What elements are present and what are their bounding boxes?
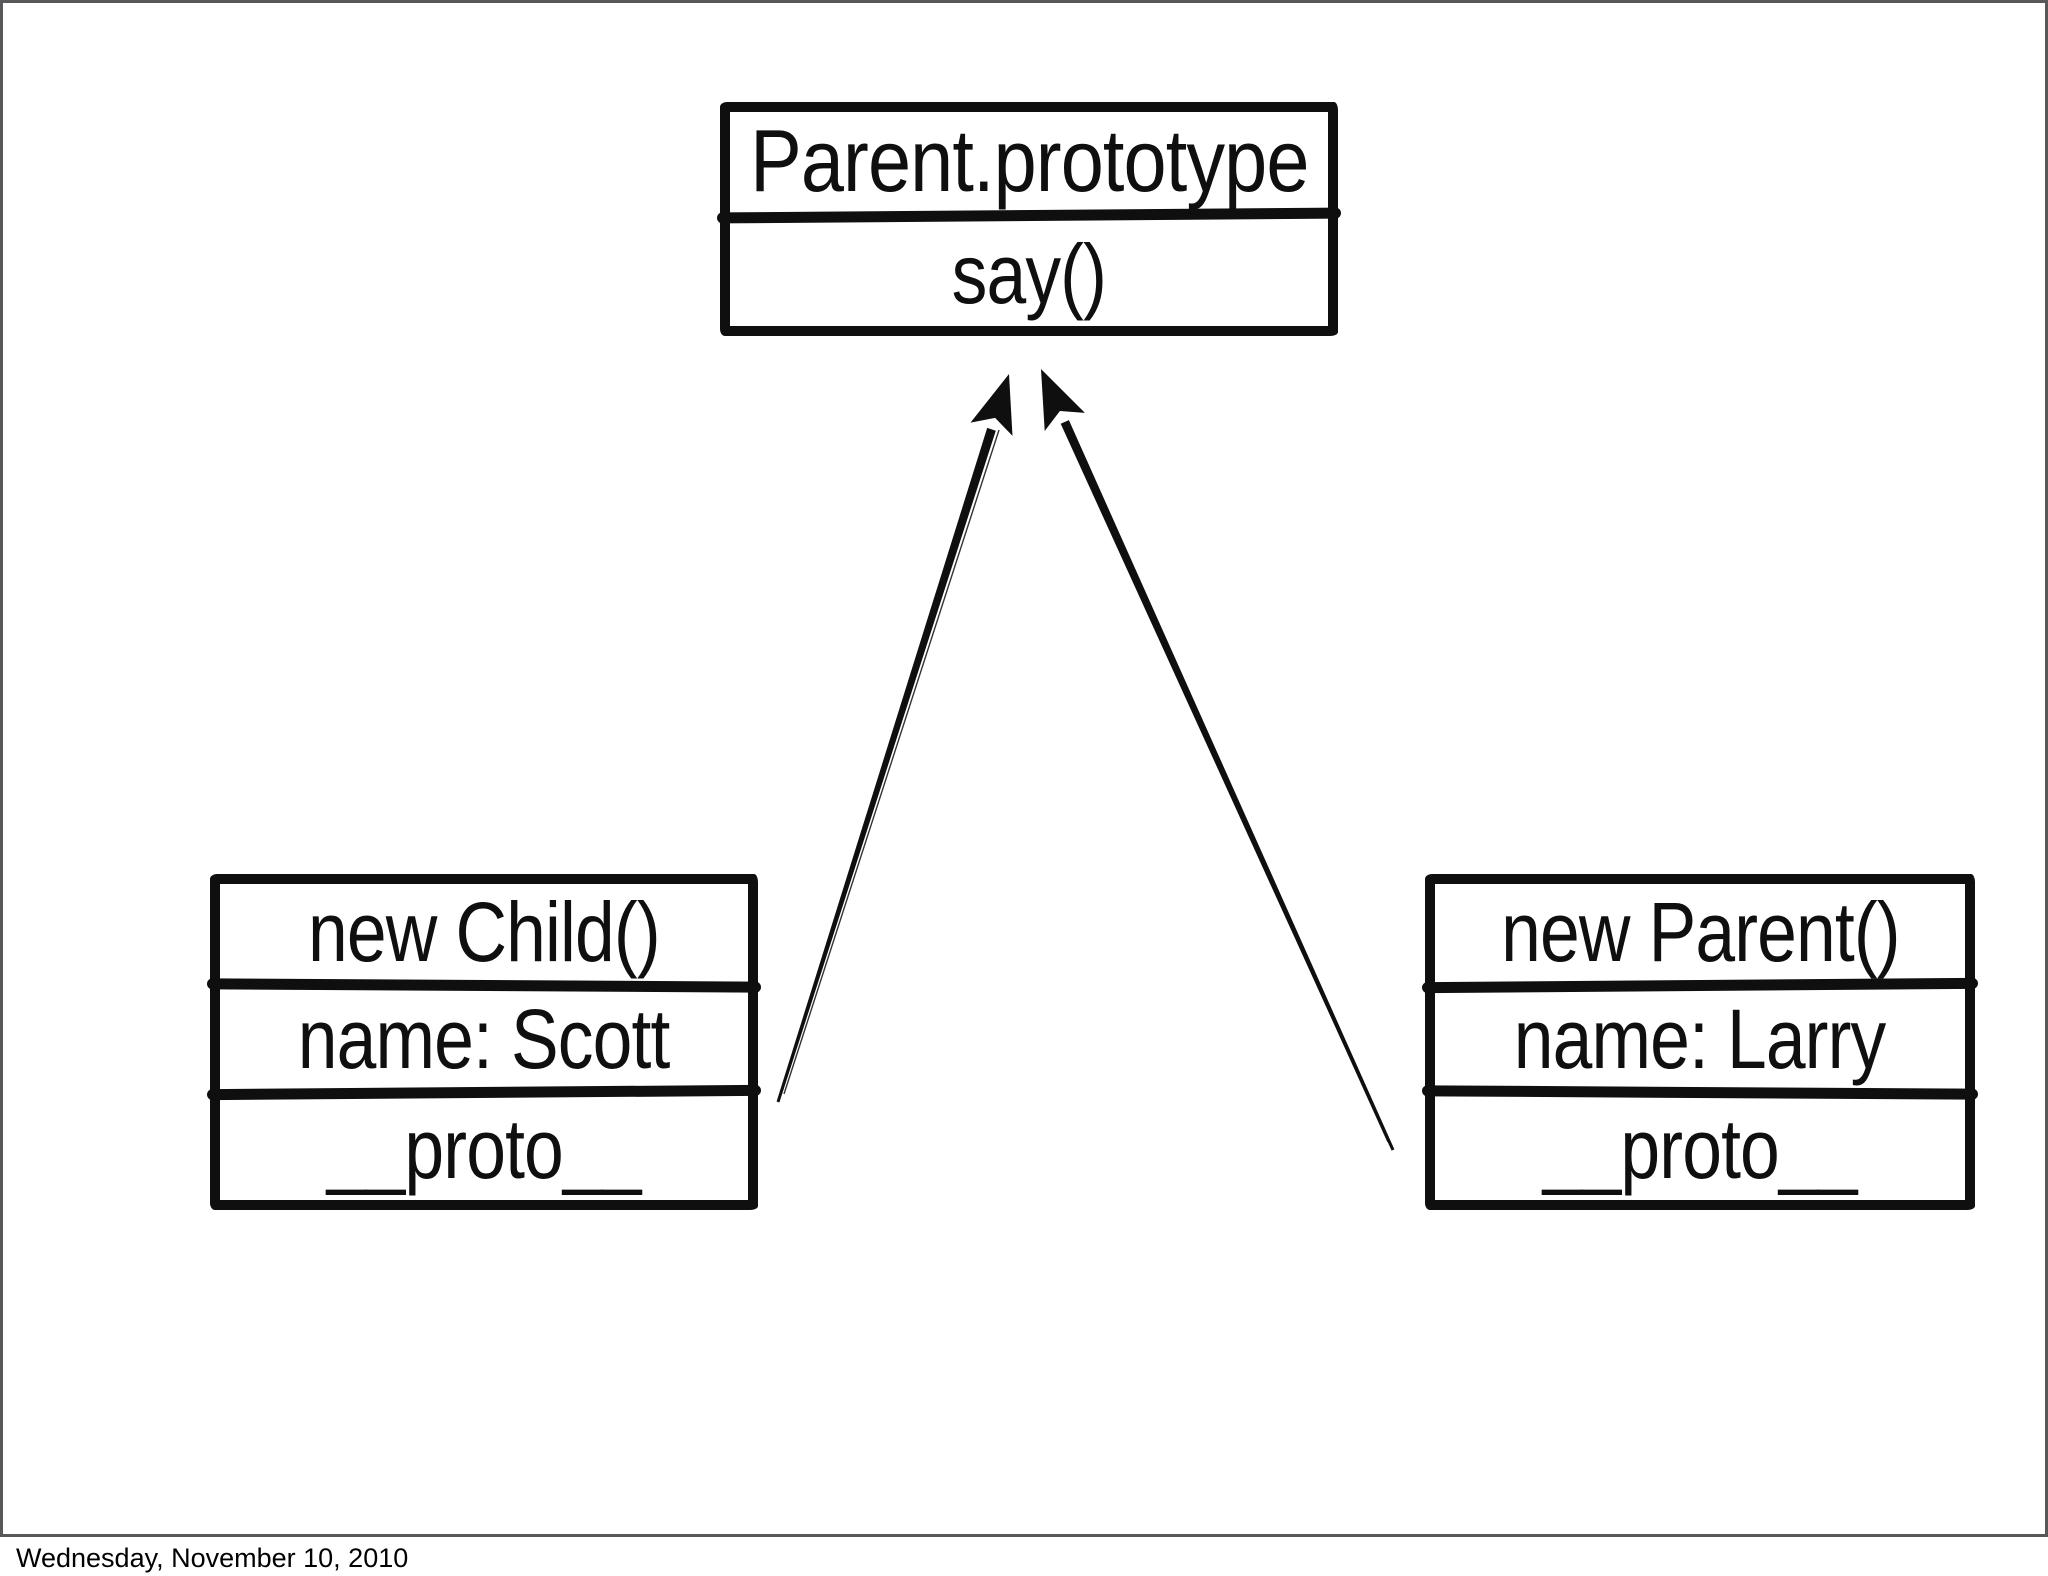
- box-new-child: new Child() name: Scott __proto__: [206, 874, 762, 1210]
- box-new-child-title-row: new Child(): [220, 884, 748, 980]
- method-say: say(): [951, 226, 1107, 321]
- property-name: name: Scott: [298, 992, 670, 1086]
- box-new-parent: new Parent() name: Larry __proto__: [1421, 874, 1979, 1210]
- box-new-child-name-row: name: Scott: [220, 991, 748, 1087]
- property-proto: __proto__: [327, 1102, 642, 1196]
- slide-canvas: Parent.prototype say() new Child() name:…: [0, 0, 2048, 1537]
- box-parent-prototype-method-row: say(): [730, 221, 1328, 326]
- box-parent-prototype-title-row: Parent.prototype: [730, 112, 1328, 210]
- box-new-parent-name-row: name: Larry: [1435, 991, 1965, 1087]
- slide-date: Wednesday, November 10, 2010: [16, 1543, 409, 1573]
- box-title: new Parent(): [1500, 885, 1900, 979]
- property-name: name: Larry: [1514, 992, 1886, 1086]
- box-new-parent-title-row: new Parent(): [1435, 884, 1965, 980]
- box-title: Parent.prototype: [749, 111, 1309, 210]
- property-proto: __proto__: [1543, 1102, 1858, 1196]
- box-title: new Child(): [308, 885, 661, 979]
- box-new-child-proto-row: __proto__: [220, 1098, 748, 1200]
- box-new-parent-proto-row: __proto__: [1435, 1098, 1965, 1200]
- box-parent-prototype: Parent.prototype say(): [716, 102, 1342, 336]
